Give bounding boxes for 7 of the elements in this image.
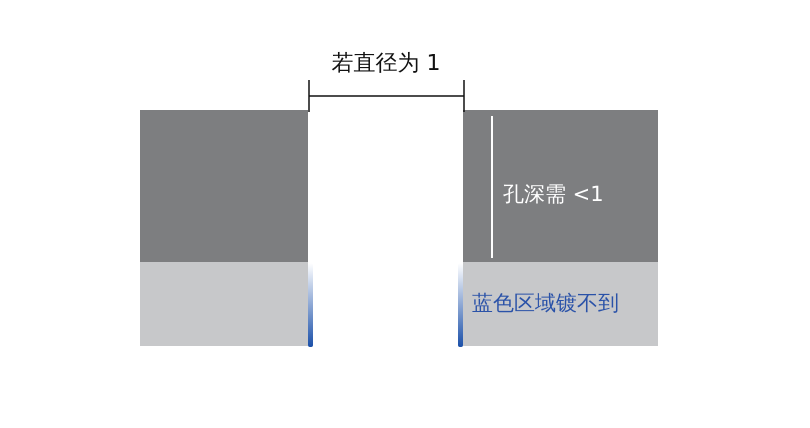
plating-layer bbox=[140, 262, 308, 346]
note-text: 蓝色区域镀不到 bbox=[472, 290, 619, 317]
solid-block bbox=[140, 110, 308, 262]
dimension-label: 若直径为 1 bbox=[332, 50, 440, 78]
solid-block bbox=[463, 110, 658, 262]
plating-layer bbox=[463, 262, 658, 346]
depth-label: 孔深需 <1 bbox=[503, 181, 604, 208]
